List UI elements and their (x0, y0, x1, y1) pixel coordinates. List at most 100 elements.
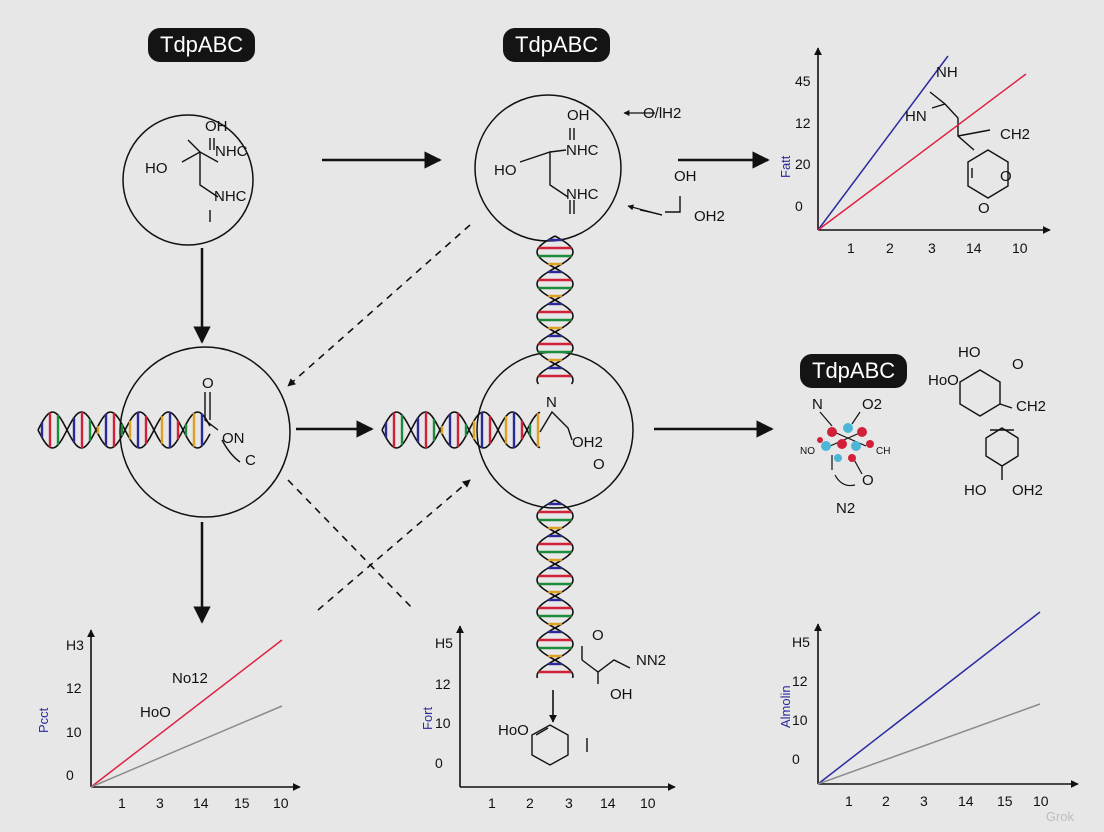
label-mr-o-ring: O (1012, 356, 1024, 373)
bottom_right-series-line-2 (818, 704, 1040, 784)
bottom_center-ytick: 10 (435, 715, 451, 731)
bottom_center-ytick: 12 (435, 676, 451, 692)
bottom_left-ytick: 12 (66, 680, 82, 696)
title-badge-left: TdpABC (148, 28, 255, 62)
label-m2-nhc-a: NHC (566, 142, 599, 159)
dashed-arrows (288, 225, 470, 610)
bottom_center-xtick: 1 (488, 795, 496, 811)
label-m2-side2-oh: OH (674, 168, 697, 185)
chart-bl-ylabel: Pcct (36, 708, 51, 733)
bottom_left-xtick: 14 (193, 795, 209, 811)
label-mr-o2: O2 (862, 396, 882, 413)
label-m2-nhc-b: NHC (566, 186, 599, 203)
label-m1-oh: OH (205, 118, 228, 135)
label-mr-ch2: CH2 (1016, 398, 1046, 415)
label-m3-o: O (202, 375, 214, 392)
label-bc-nn2: NN2 (636, 652, 666, 669)
bottom_left-ytick: 0 (66, 767, 74, 783)
label-m2-oh: OH (567, 107, 590, 124)
label-mr-ho2: HO (964, 482, 987, 499)
bottom_right-xtick: 2 (882, 793, 890, 809)
bottom_center-xtick: 10 (640, 795, 656, 811)
label-mr-o: O (862, 472, 874, 489)
label-tr-o2: O (978, 200, 990, 217)
bottom_right-xtick: 15 (997, 793, 1013, 809)
top_right-ytick: 45 (795, 73, 811, 89)
label-m3-onc: ON (222, 430, 245, 447)
bottom_right-xtick: 14 (958, 793, 974, 809)
label-m4-n: N (546, 394, 557, 411)
bottom_center-xtick: 2 (526, 795, 534, 811)
label-m2-side2-oh2: OH2 (694, 208, 725, 225)
label-bc-hoo: HoO (498, 722, 529, 739)
bottom_center-ytick: 0 (435, 755, 443, 771)
label-bc-oh: OH (610, 686, 633, 703)
title-badge-center: TdpABC (503, 28, 610, 62)
chart-tr-ylabel: Fatt (778, 156, 793, 178)
top_right-xtick: 14 (966, 240, 982, 256)
bottom_center-ytick: H5 (435, 635, 453, 651)
top_right-xtick: 3 (928, 240, 936, 256)
side-arrow-mid (628, 206, 662, 215)
top_right-series-line-1 (818, 56, 948, 230)
label-m4-oh2: OH2 (572, 434, 603, 451)
bottom_right-xtick: 10 (1033, 793, 1049, 809)
bottom_left-xtick: 3 (156, 795, 164, 811)
top_right-ytick: 0 (795, 198, 803, 214)
bottom_right-xtick: 1 (845, 793, 853, 809)
label-mr-n: N (812, 396, 823, 413)
bottom_left-ytick: 10 (66, 724, 82, 740)
bottom_center-xtick: 3 (565, 795, 573, 811)
bottom_right-ytick: 12 (792, 673, 808, 689)
side-molecule-2 (640, 196, 680, 215)
label-tr-ch2: CH2 (1000, 126, 1030, 143)
label-mr-hoo: HoO (928, 372, 959, 389)
bottom_left-xtick: 10 (273, 795, 289, 811)
bottom_right-ytick: H5 (792, 634, 810, 650)
label-mr-ch: CH (876, 446, 890, 457)
label-tr-nh: NH (936, 64, 958, 81)
bottom_right-series-line-1 (818, 612, 1040, 784)
label-m4-o: O (593, 456, 605, 473)
label-mr-no: NO (800, 446, 815, 457)
label-m2-ho: HO (494, 162, 517, 179)
ring-structures (930, 92, 1018, 480)
dna-helices (38, 236, 573, 678)
label-m2-side: O/lH2 (643, 105, 681, 122)
bottom_left-ytick: H3 (66, 637, 84, 653)
bottom-center-structures (532, 646, 630, 765)
bottom_right-xtick: 3 (920, 793, 928, 809)
molecule-4-bonds (540, 412, 572, 440)
top_right-xtick: 10 (1012, 240, 1028, 256)
label-m1-ho: HO (145, 160, 168, 177)
bottom_right-ytick: 0 (792, 751, 800, 767)
top_right-ytick: 20 (795, 156, 811, 172)
label-m3-c: C (245, 452, 256, 469)
label-m1-nhc-a: NHC (215, 143, 248, 160)
label-tr-hn: HN (905, 108, 927, 125)
bottom_left-xtick: 1 (118, 795, 126, 811)
molecule-circle-1 (123, 115, 253, 245)
top_right-series-line-2 (818, 74, 1026, 230)
chart-br-ylabel: Almolin (778, 685, 793, 728)
bottom_center-xtick: 14 (600, 795, 616, 811)
chart-bc-ylabel: Fort (420, 707, 435, 730)
title-badge-right: TdpABC (800, 354, 907, 388)
label-bl-no12: No12 (172, 670, 208, 687)
watermark: Grok (1046, 809, 1074, 824)
label-bl-hoo: HoO (140, 704, 171, 721)
label-m1-nhc-b: NHC (214, 188, 247, 205)
label-bc-o: O (592, 627, 604, 644)
bottom_left-series-line-1 (91, 640, 282, 787)
label-mr-ho: HO (958, 344, 981, 361)
bottom_left-series-line-2 (91, 706, 282, 787)
bottom_left-xtick: 15 (234, 795, 250, 811)
top_right-xtick: 2 (886, 240, 894, 256)
bottom_right-ytick: 10 (792, 712, 808, 728)
molecule-3-bonds (205, 392, 240, 462)
top_right-ytick: 12 (795, 115, 811, 131)
label-mr-oh2: OH2 (1012, 482, 1043, 499)
label-mr-n2: N2 (836, 500, 855, 517)
molecule-1-bonds (182, 138, 218, 222)
label-tr-o1: O (1000, 168, 1012, 185)
